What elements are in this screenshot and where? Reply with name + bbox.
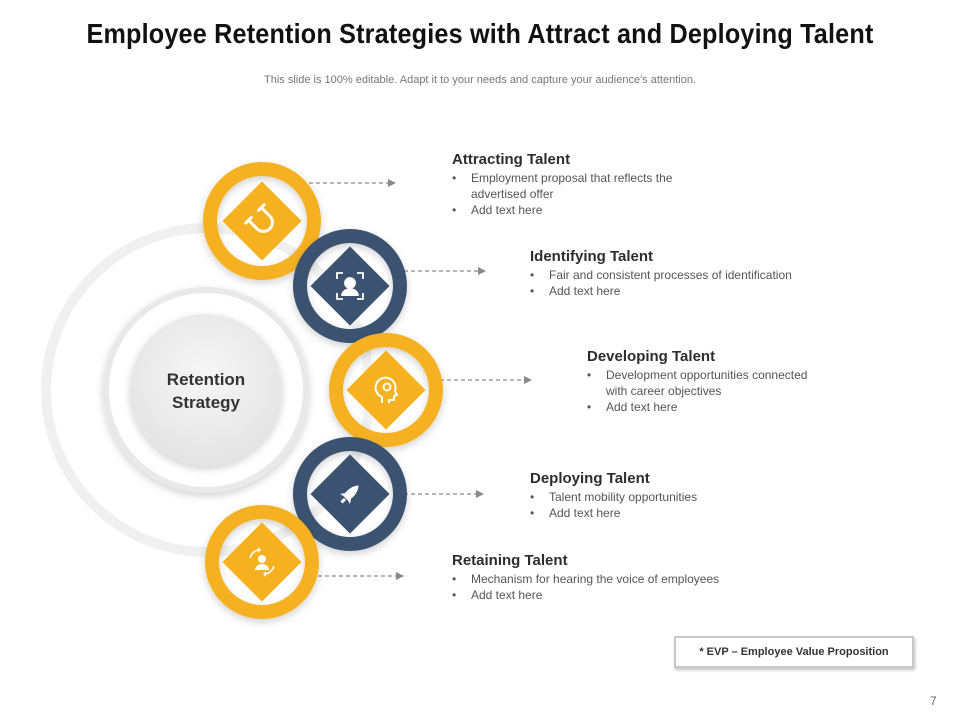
item-bullet: Add text here (530, 505, 810, 521)
slide-subtitle: This slide is 100% editable. Adapt it to… (264, 74, 696, 86)
node-identifying (293, 229, 486, 343)
magnet-icon (244, 203, 274, 233)
item-retaining: Retaining Talent Mechanism for hearing t… (452, 552, 772, 603)
item-title: Attracting Talent (452, 151, 571, 168)
node-developing (329, 333, 532, 447)
evp-footnote-box: * EVP – Employee Value Proposition (674, 636, 914, 668)
item-developing: Developing Talent Development opportunit… (587, 348, 867, 415)
item-bullet: Mechanism for hearing the voice of emplo… (452, 571, 772, 587)
item-bullet: Add text here (530, 283, 850, 299)
arrowhead-retaining (396, 572, 404, 580)
face-scan-icon (336, 272, 364, 300)
head-gear-icon (374, 376, 398, 403)
arrowhead-identifying (478, 267, 486, 275)
slide-title: Employee Retention Strategies with Attra… (86, 18, 874, 49)
item-bullet: Add text here (452, 202, 722, 218)
item-bullet: Development opportunities connectedwith … (587, 367, 867, 399)
item-title: Deploying Talent (530, 470, 650, 487)
center-label-line1: Retention (166, 370, 246, 389)
item-bullet: Fair and consistent processes of identif… (530, 267, 850, 283)
item-bullet: Add text here (587, 399, 867, 415)
ring-deploying (293, 437, 407, 551)
center-label: Retention Strategy (130, 368, 282, 414)
ring-retaining (205, 505, 319, 619)
item-title: Developing Talent (587, 348, 716, 365)
page-number: 7 (930, 694, 937, 708)
ring-developing (329, 333, 443, 447)
arrowhead-deploying (476, 490, 484, 498)
item-title: Retaining Talent (452, 552, 568, 569)
item-deploying: Deploying Talent Talent mobility opportu… (530, 470, 810, 521)
item-bullet: Talent mobility opportunities (530, 489, 810, 505)
item-bullet: Add text here (452, 587, 772, 603)
rocket-icon (340, 485, 359, 504)
ring-identifying (293, 229, 407, 343)
node-deploying (293, 437, 484, 551)
person-cycle-icon (249, 547, 275, 577)
item-identifying: Identifying Talent Fair and consistent p… (530, 248, 850, 299)
arrowhead-developing (524, 376, 532, 384)
item-attracting: Attracting Talent Employment proposal th… (452, 151, 722, 218)
item-title: Identifying Talent (530, 248, 654, 265)
arrowhead-attracting (388, 179, 396, 187)
ring-attracting (203, 162, 321, 280)
center-disc (130, 314, 282, 466)
center-label-line2: Strategy (171, 393, 241, 412)
item-bullet: Employment proposal that reflects theadv… (452, 170, 722, 202)
